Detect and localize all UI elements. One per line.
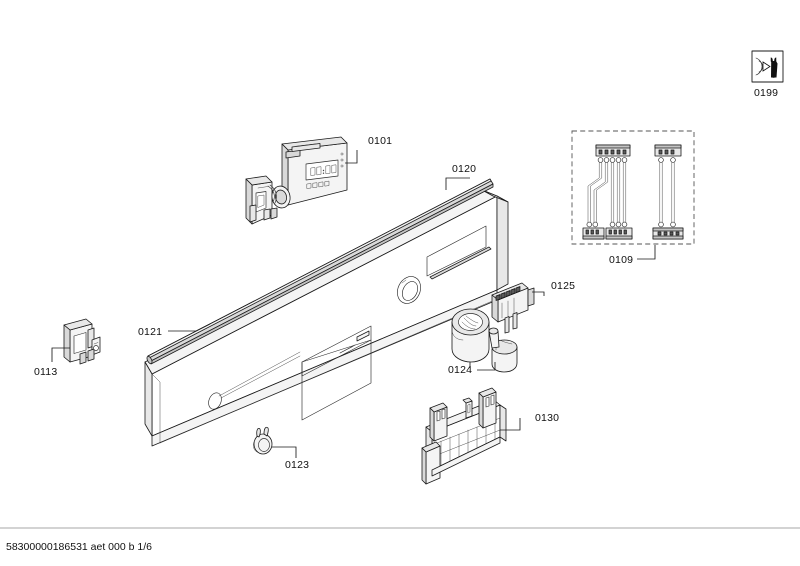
bracket-middle-hook: [462, 397, 473, 419]
part-label-0120: 0120: [452, 163, 476, 175]
panel-right-top-bevel: [481, 189, 509, 203]
knob-inner-bore: [458, 313, 483, 331]
connector-pin-2: [512, 312, 518, 330]
module-indicator-dots: [340, 152, 344, 168]
small-clip-prong-1: [256, 428, 261, 438]
bracket-right-end: [499, 404, 507, 442]
module-wire-loop-2: [269, 184, 277, 204]
part-0124-rotary-knob[interactable]: [451, 308, 518, 373]
harness-dashed-boundary: [571, 130, 695, 245]
part-label-0123: 0123: [285, 459, 309, 471]
clip-foot-1: [79, 351, 87, 365]
small-clip-prong-2: [263, 426, 269, 437]
part-0113-retaining-clip[interactable]: [63, 318, 101, 365]
part-0121-trim-strip[interactable]: [146, 178, 494, 365]
module-round-component: [271, 185, 291, 209]
module-connector-prongs: [263, 207, 278, 221]
panel-left-end: [144, 361, 153, 437]
panel-display-cutout: [426, 225, 492, 280]
part-0123-small-clip[interactable]: [253, 426, 273, 455]
footer-document-code: 58300000186531 aet 000 b 1/6: [6, 541, 152, 553]
connector-latch: [527, 287, 535, 307]
panel-right-end: [496, 195, 509, 291]
button-cap: [488, 327, 518, 373]
module-rail-line: [295, 143, 317, 147]
leader-0124-cap: [477, 362, 496, 371]
leader-0120: [445, 177, 470, 190]
wrench-icon: [770, 56, 778, 78]
part-label-0125: 0125: [551, 280, 575, 292]
part-0101-control-module[interactable]: [245, 136, 348, 225]
harness-b: [652, 144, 684, 240]
panel-knob-aperture: [397, 276, 421, 304]
panel-left-crease: [151, 373, 161, 444]
module-display-segments: [310, 164, 337, 176]
knob-shadow-curve: [451, 329, 464, 341]
leader-0109: [637, 245, 656, 260]
panel-oval-port: [208, 351, 301, 410]
connector-terminal-row: [495, 286, 521, 301]
bracket-bottom-lip: [431, 436, 501, 477]
bracket-base-foot-side: [421, 447, 427, 485]
part-0109-wiring-harness[interactable]: [571, 130, 695, 245]
module-top-rail: [291, 143, 321, 152]
module-silk-line: [257, 186, 269, 189]
clip-foot-2: [87, 348, 95, 362]
part-label-0121: 0121: [138, 326, 162, 338]
part-label-0101: 0101: [368, 135, 392, 147]
part-label-0113: 0113: [34, 366, 57, 378]
clip-hole: [93, 345, 99, 351]
connector-pin-1: [504, 316, 510, 334]
panel-fold-line: [159, 298, 498, 444]
part-0130-support-bracket[interactable]: [421, 387, 507, 485]
part-label-0109: 0109: [609, 254, 633, 266]
knob-spline-detail: [461, 315, 479, 330]
module-button-row: [306, 180, 330, 189]
panel-handle-recess: [301, 325, 372, 421]
leader-0130: [500, 418, 521, 431]
leader-0125: [532, 291, 545, 296]
part-0120-control-panel[interactable]: [144, 189, 509, 447]
part-label-0130: 0130: [535, 412, 559, 424]
small-clip-body: [253, 433, 273, 455]
bracket-post-right: [478, 387, 497, 429]
clip-left-face: [63, 324, 71, 363]
service-icon-arc-outer: [755, 57, 763, 76]
small-clip-edge: [253, 439, 258, 453]
service-icon-triangle: [762, 61, 771, 72]
leader-0113: [51, 347, 70, 362]
clip-detail-1: [93, 342, 99, 345]
trim-strip-end: [146, 355, 153, 365]
bracket-post-left: [429, 402, 448, 442]
clip-window: [73, 332, 87, 354]
leader-0121: [168, 323, 211, 332]
part-label-0124: 0124: [448, 364, 472, 376]
service-icon-arc-inner: [758, 60, 763, 73]
part-label-0199: 0199: [754, 87, 778, 99]
harness-a: [582, 144, 633, 240]
module-wire-loop: [267, 185, 275, 203]
bracket-base-foot: [425, 445, 441, 485]
service-icon-group[interactable]: 0199: [751, 50, 784, 99]
leader-0123: [272, 446, 297, 458]
small-clip-inner: [258, 438, 270, 452]
leader-0101: [345, 150, 358, 164]
part-0125-connector-block[interactable]: [491, 282, 535, 334]
